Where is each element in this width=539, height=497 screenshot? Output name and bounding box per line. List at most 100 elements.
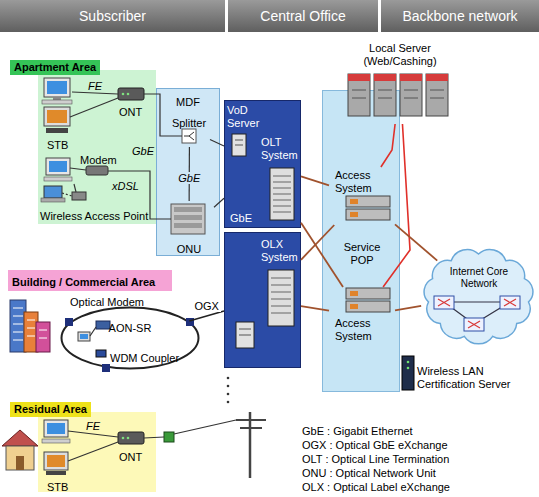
access-point-icon bbox=[72, 192, 86, 200]
continuation-dots bbox=[227, 401, 230, 404]
edge-label: GbE bbox=[176, 172, 202, 185]
pc-icon bbox=[49, 161, 67, 172]
olx-device bbox=[236, 322, 254, 348]
router-icon bbox=[438, 299, 516, 328]
pc-icon bbox=[80, 334, 88, 339]
text-box: Apartment Area bbox=[10, 57, 100, 75]
ring-node bbox=[65, 318, 73, 326]
node-label: AON-SR bbox=[109, 322, 152, 335]
pc-icon bbox=[42, 420, 70, 443]
cloud-outline bbox=[424, 250, 533, 344]
utility-pole bbox=[240, 427, 262, 429]
server-icon bbox=[374, 74, 396, 81]
pc-icon bbox=[44, 78, 70, 97]
header-band: Subscriber bbox=[0, 0, 225, 32]
splitter-icon bbox=[182, 129, 196, 143]
header-band: Backbone network bbox=[381, 0, 539, 32]
device-label: WDM Coupler bbox=[110, 352, 179, 365]
utility-pole bbox=[236, 419, 266, 421]
node-label: Access System bbox=[335, 169, 379, 194]
label-box: OLX : Optical Label eXchange bbox=[302, 477, 450, 495]
olx-device bbox=[239, 329, 251, 330]
abbreviation-note: OLT : Optical Line Termination bbox=[302, 453, 449, 466]
pc-icon bbox=[42, 78, 72, 104]
abbreviation-note: OGX : Optical GbE eXchange bbox=[302, 439, 448, 452]
olx-rack bbox=[268, 270, 294, 326]
abbreviation-note: ONU : Optical Network Unit bbox=[302, 467, 436, 480]
text-box: Access System bbox=[335, 169, 379, 196]
utility-pole bbox=[249, 412, 252, 478]
ont-device bbox=[118, 432, 144, 444]
access-switch bbox=[350, 291, 358, 296]
access-switch bbox=[346, 301, 390, 312]
access-switch bbox=[346, 196, 390, 220]
server-icon bbox=[348, 74, 448, 116]
network-link bbox=[189, 311, 224, 321]
wlan-server-icon bbox=[402, 356, 414, 390]
device-label: Wireless Access Point bbox=[40, 210, 148, 223]
ring-node bbox=[186, 318, 194, 326]
wdm-coupler-icon bbox=[96, 350, 106, 357]
abbreviation-note: OLX : Optical Label eXchange bbox=[302, 481, 450, 494]
tv-icon bbox=[46, 128, 68, 133]
device-label: STB bbox=[47, 139, 68, 152]
pc-icon bbox=[44, 420, 68, 437]
olt-rack bbox=[270, 168, 294, 220]
text-box: Local Server (Web/Cashing) bbox=[342, 42, 458, 69]
olt-rack bbox=[273, 176, 291, 212]
onu-rack bbox=[174, 207, 202, 212]
vod-server-icon bbox=[235, 140, 243, 141]
network-link bbox=[383, 124, 410, 287]
text-box: Service POP bbox=[339, 241, 385, 268]
node-label: ONU bbox=[177, 243, 201, 256]
node-label: Central Office bbox=[260, 8, 345, 24]
interface-label: FE bbox=[86, 420, 100, 433]
pc-icon bbox=[42, 439, 70, 443]
text-box: Internet Core Network bbox=[448, 266, 510, 291]
tv-icon bbox=[44, 107, 70, 133]
building-icon bbox=[36, 322, 50, 352]
tv-icon bbox=[44, 452, 68, 470]
onu-rack bbox=[174, 215, 202, 220]
node-label: Building / Commercial Area bbox=[12, 276, 155, 289]
ont-device bbox=[118, 432, 144, 444]
tv-icon bbox=[46, 471, 66, 475]
text-box: Splitter bbox=[169, 113, 209, 131]
access-switch bbox=[346, 288, 390, 299]
pc-icon bbox=[44, 158, 72, 181]
label-box: ONT bbox=[119, 102, 142, 120]
text-box: ONU bbox=[164, 239, 214, 257]
network-link bbox=[210, 140, 224, 147]
text-box: VoD Server bbox=[227, 104, 267, 131]
network-link bbox=[301, 225, 334, 260]
wlan-server-icon bbox=[407, 361, 410, 364]
tv-icon bbox=[47, 455, 65, 467]
edge-label-box: GbE bbox=[176, 168, 202, 186]
onu-rack bbox=[171, 204, 205, 234]
pc-icon bbox=[78, 332, 90, 341]
label-box: WDM Coupler bbox=[110, 348, 179, 366]
node-label: Access System bbox=[335, 317, 379, 342]
interface-label: GbE bbox=[132, 145, 154, 158]
device-label: ONT bbox=[119, 106, 142, 119]
house-icon bbox=[2, 430, 38, 470]
node-label: VoD Server bbox=[227, 104, 267, 129]
access-switch bbox=[350, 212, 358, 217]
wlan-server-icon bbox=[407, 367, 410, 370]
label-box: GbE : Gigabit Ethernet bbox=[302, 421, 413, 439]
access-point-icon bbox=[74, 184, 76, 192]
label-box: GbE bbox=[132, 141, 154, 159]
tv-icon bbox=[44, 107, 70, 126]
laptop-icon bbox=[41, 198, 65, 202]
node-label: MDF bbox=[176, 96, 200, 109]
wlan-server-icon bbox=[402, 356, 414, 390]
edge-label-box: OGX bbox=[192, 296, 220, 314]
olx-device bbox=[239, 335, 251, 336]
router-icon bbox=[434, 296, 520, 331]
olx-rack bbox=[271, 278, 291, 313]
modem-icon bbox=[86, 166, 108, 175]
server-icon bbox=[400, 74, 422, 81]
node-label: OLX System bbox=[261, 238, 299, 263]
node-label: Service POP bbox=[339, 241, 385, 266]
